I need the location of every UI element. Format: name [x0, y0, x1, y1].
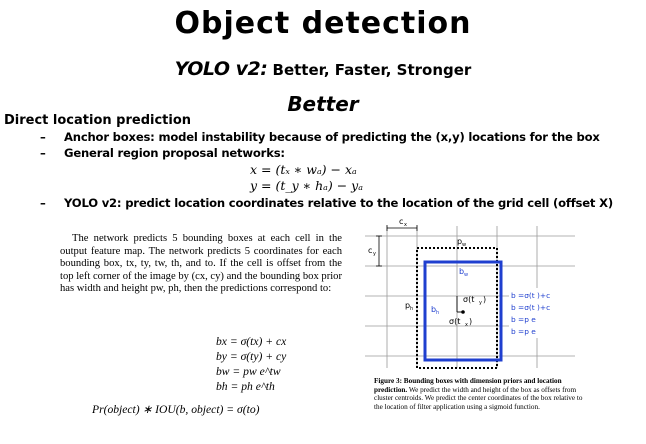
caption-bold: Figure 3: Bounding boxes with dimension … [374, 377, 562, 394]
right-eq-bw: b =p e [511, 315, 536, 324]
section-title: Better [287, 92, 359, 116]
label-bw-sub: w [464, 272, 468, 278]
bullet-text: General region proposal networks: [64, 146, 285, 160]
subtitle-model: YOLO v2: [174, 58, 268, 80]
subtitle-rest: Better, Faster, Stronger [267, 61, 472, 79]
bullet-yolo-v2: – YOLO v2: predict location coordinates r… [40, 196, 613, 210]
label-ph: p [405, 301, 410, 310]
label-pw: p [457, 237, 462, 246]
bullet-text: YOLO v2: predict location coordinates re… [64, 196, 613, 210]
bullet-dash: – [40, 130, 46, 144]
bullet-dash: – [40, 196, 46, 210]
equations-backdrop [509, 288, 577, 338]
label-bh: b [431, 305, 436, 314]
label-sigma-ty-close: ) [483, 295, 486, 304]
equation-x: x = (tₓ ∗ wₐ) − xₐ [250, 162, 357, 177]
label-ph-sub: h [410, 306, 413, 312]
formula-bw: bw = pw e^tw [216, 365, 281, 378]
predicted-box [423, 260, 503, 362]
prior-box [416, 247, 498, 369]
label-sigma-tx: σ(t [449, 317, 460, 326]
bullet-text: Anchor boxes: model instability because … [64, 130, 600, 144]
label-cx-sub: x [404, 222, 407, 228]
bullet-dash: – [40, 146, 46, 160]
label-sigma-ty-sub: y [479, 300, 482, 306]
formula-bh: bh = ph e^th [216, 380, 275, 393]
formula-bx: bx = σ(tx) + cx [216, 335, 287, 348]
bounding-box-figure: c x c y p w p h b w b h σ(t y ) σ(t x ) … [365, 218, 577, 369]
label-pw-sub: w [462, 242, 466, 248]
equation-y: y = (t_y ∗ hₐ) − yₐ [250, 178, 363, 193]
formula-objectness: Pr(object) ∗ IOU(b, object) = σ(to) [92, 403, 260, 416]
label-cx: c [399, 218, 403, 226]
label-sigma-tx-close: ) [469, 317, 472, 326]
label-cy: c [368, 246, 372, 255]
paper-paragraph: The network predicts 5 bounding boxes at… [60, 233, 342, 295]
bullet-region-proposal: – General region proposal networks: [40, 146, 285, 160]
right-eq-bx: b =σ(t )+c [511, 291, 550, 300]
bullet-anchor-boxes: – Anchor boxes: model instability because… [40, 130, 600, 144]
slide-title: Object detection [174, 6, 472, 41]
label-bh-sub: h [436, 310, 439, 316]
center-point [461, 310, 465, 314]
label-cy-sub: y [373, 251, 376, 257]
caption-rest: We predict the width and height of the b… [374, 385, 583, 411]
label-sigma-ty: σ(t [463, 295, 474, 304]
heading-direct-location: Direct location prediction [4, 113, 192, 128]
slide-subtitle: YOLO v2: Better, Faster, Stronger [0, 58, 646, 80]
right-eq-by: b =σ(t )+c [511, 303, 550, 312]
formula-by: by = σ(ty) + cy [216, 350, 287, 363]
figure-caption: Figure 3: Bounding boxes with dimension … [374, 377, 590, 411]
label-bw: b [459, 267, 464, 276]
label-sigma-tx-sub: x [465, 322, 468, 328]
right-equations: b =σ(t )+c b =σ(t )+c b =p e b =p e [511, 291, 550, 336]
right-eq-bh: b =p e [511, 327, 536, 336]
